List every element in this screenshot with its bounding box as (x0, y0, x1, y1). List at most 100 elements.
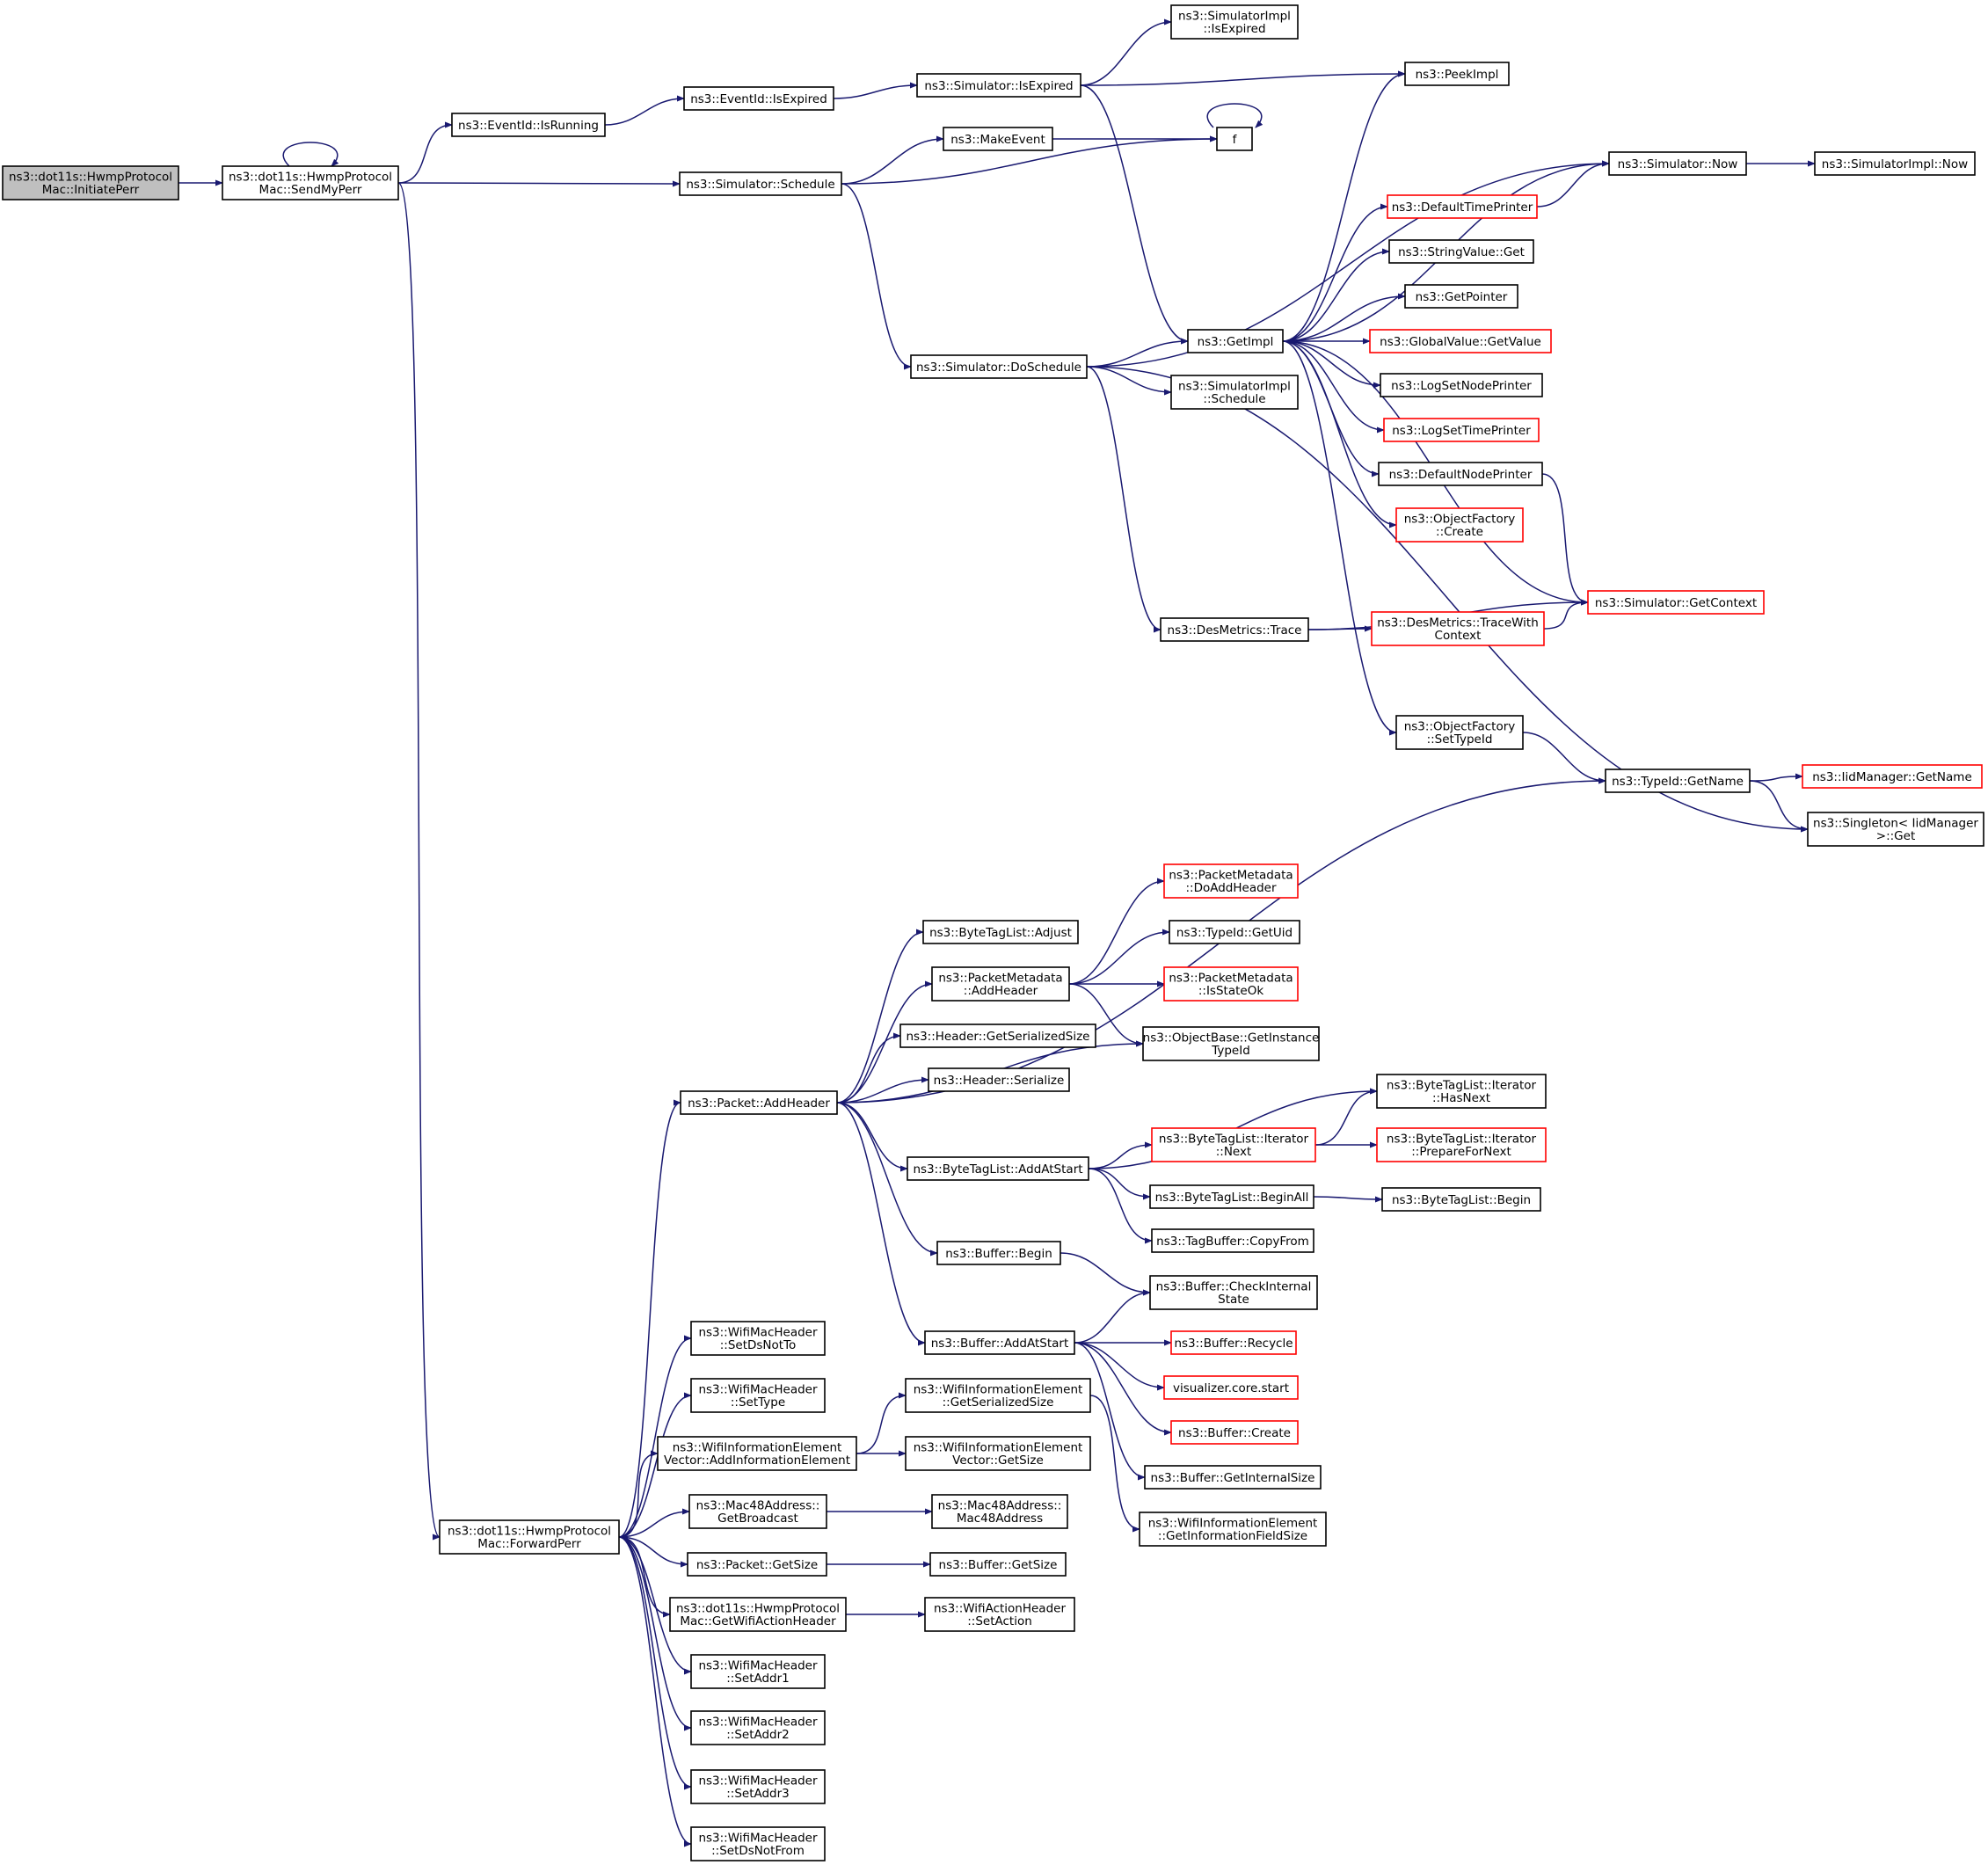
node-wmh_settype[interactable]: ns3::WifiMacHeader::SetType (690, 1378, 826, 1413)
node-simimpl_isexpired[interactable]: ns3::SimulatorImpl::IsExpired (1170, 4, 1299, 40)
node-simimpl_schedule[interactable]: ns3::SimulatorImpl::Schedule (1170, 375, 1299, 410)
node-label-wiev_getsize-0: ns3::WifiInformationElement (914, 1441, 1083, 1455)
node-box-sim_doschedule (910, 354, 1088, 379)
node-objfactory_create[interactable]: ns3::ObjectFactory::Create (1395, 507, 1524, 543)
node-label-iidmanager_getname-0: ns3::IidManager::GetName (1812, 770, 1972, 784)
node-box-pm_addheader (931, 966, 1070, 1002)
node-objfactory_settypeid[interactable]: ns3::ObjectFactory::SetTypeId (1395, 715, 1524, 750)
node-forwardperr[interactable]: ns3::dot11s::HwmpProtocolMac::ForwardPer… (439, 1519, 620, 1555)
node-label-btl_iter_next-0: ns3::ByteTagList::Iterator (1159, 1133, 1309, 1147)
node-box-sim_isexpired (916, 73, 1081, 98)
node-sim_getcontext[interactable]: ns3::Simulator::GetContext (1587, 590, 1765, 615)
node-wmh_setdsnotfrom[interactable]: ns3::WifiMacHeader::SetDsNotFrom (690, 1826, 826, 1861)
node-label-btl_begin-0: ns3::ByteTagList::Begin (1392, 1193, 1531, 1207)
edge-sim_isexpired-to-simimpl_isexpired (1080, 18, 1172, 86)
node-defaulttimeprinter[interactable]: ns3::DefaultTimePrinter (1387, 194, 1538, 219)
node-globalvalue_getvalue[interactable]: ns3::GlobalValue::GetValue (1369, 329, 1552, 353)
node-packet_getsize[interactable]: ns3::Packet::GetSize (687, 1552, 827, 1577)
node-sim_isexpired[interactable]: ns3::Simulator::IsExpired (916, 73, 1081, 98)
node-buffer_begin[interactable]: ns3::Buffer::Begin (936, 1241, 1061, 1265)
node-btl_iter_hasnext[interactable]: ns3::ByteTagList::Iterator::HasNext (1376, 1074, 1547, 1109)
node-wah_setaction[interactable]: ns3::WifiActionHeader::SetAction (924, 1597, 1075, 1632)
node-typeid_getuid[interactable]: ns3::TypeId::GetUid (1169, 920, 1300, 944)
node-box-typeid_getname (1605, 769, 1751, 793)
node-box-buffer_addatstart (924, 1330, 1075, 1355)
node-box-getimpl (1187, 329, 1284, 353)
node-label-forwardperr-0: ns3::dot11s::HwmpProtocol (448, 1525, 611, 1539)
edge-getimpl-to-getpointer (1282, 293, 1406, 342)
node-pm_isstateok[interactable]: ns3::PacketMetadata::IsStateOk (1163, 966, 1299, 1002)
node-defaultnodeprinter[interactable]: ns3::DefaultNodePrinter (1378, 462, 1543, 486)
node-makeevent[interactable]: ns3::MakeEvent (943, 127, 1053, 151)
node-box-peekimpl (1404, 62, 1510, 86)
function-nodes: ns3::dot11s::HwmpProtocolMac::InitiatePe… (2, 4, 1984, 1861)
node-wiev_getsize[interactable]: ns3::WifiInformationElementVector::GetSi… (905, 1436, 1091, 1471)
node-header_getserializedsize[interactable]: ns3::Header::GetSerializedSize (899, 1024, 1096, 1048)
node-sim_schedule[interactable]: ns3::Simulator::Schedule (679, 171, 842, 196)
node-btl_beginall[interactable]: ns3::ByteTagList::BeginAll (1149, 1184, 1314, 1209)
node-buffer_recycle[interactable]: ns3::Buffer::Recycle (1170, 1330, 1297, 1355)
node-btl_iter_next[interactable]: ns3::ByteTagList::Iterator::Next (1151, 1127, 1316, 1162)
node-box-f (1216, 127, 1253, 151)
node-typeid_getname[interactable]: ns3::TypeId::GetName (1605, 769, 1751, 793)
node-simimpl_now[interactable]: ns3::SimulatorImpl::Now (1814, 151, 1976, 176)
node-packet_addheader[interactable]: ns3::Packet::AddHeader (680, 1090, 838, 1115)
node-wmh_setdsnotto[interactable]: ns3::WifiMacHeader::SetDsNotTo (690, 1321, 826, 1356)
edge-btl_addatstart-to-btl_iter_next (1088, 1141, 1153, 1169)
edge-f-to-f (1206, 103, 1263, 128)
node-btl_adjust[interactable]: ns3::ByteTagList::Adjust (922, 920, 1079, 944)
node-label-wah_setaction-1: ::SetAction (967, 1614, 1032, 1628)
node-logsettimeprinter[interactable]: ns3::LogSetTimePrinter (1383, 418, 1540, 442)
node-mac48_ctor[interactable]: ns3::Mac48Address::Mac48Address (931, 1494, 1068, 1529)
node-sim_doschedule[interactable]: ns3::Simulator::DoSchedule (910, 354, 1088, 379)
node-buffer_create[interactable]: ns3::Buffer::Create (1170, 1420, 1299, 1445)
edge-packet_addheader-to-buffer_begin (836, 1102, 938, 1257)
node-visualizer_start[interactable]: visualizer.core.start (1163, 1375, 1299, 1400)
node-peekimpl[interactable]: ns3::PeekImpl (1404, 62, 1510, 86)
node-getimpl[interactable]: ns3::GetImpl (1187, 329, 1284, 353)
node-label-mac48_getbroadcast-1: GetBroadcast (717, 1512, 798, 1526)
node-btl_addatstart[interactable]: ns3::ByteTagList::AddAtStart (907, 1156, 1089, 1181)
edge-eventid_isrunning-to-eventid_isexpired (604, 95, 685, 126)
node-getwifiactionheader[interactable]: ns3::dot11s::HwmpProtocolMac::GetWifiAct… (669, 1597, 847, 1632)
node-wmh_setaddr1[interactable]: ns3::WifiMacHeader::SetAddr1 (690, 1654, 826, 1689)
node-wie_getinfofieldsize[interactable]: ns3::WifiInformationElement::GetInformat… (1139, 1512, 1327, 1547)
node-singleton_get[interactable]: ns3::Singleton< IidManager >::Get (1807, 812, 1984, 847)
node-header_serialize[interactable]: ns3::Header::Serialize (928, 1067, 1070, 1092)
node-btl_begin[interactable]: ns3::ByteTagList::Begin (1381, 1187, 1541, 1212)
node-box-packet_addheader (680, 1090, 838, 1115)
node-eventid_isexpired[interactable]: ns3::EventId::IsExpired (683, 86, 834, 111)
node-stringvalue_get[interactable]: ns3::StringValue::Get (1388, 239, 1534, 264)
node-buffer_getinternalsize[interactable]: ns3::Buffer::GetInternalSize (1144, 1465, 1322, 1490)
node-label-defaulttimeprinter-0: ns3::DefaultTimePrinter (1392, 200, 1533, 215)
node-btl_iter_preparefornext[interactable]: ns3::ByteTagList::Iterator::PrepareForNe… (1376, 1127, 1547, 1162)
node-mac48_getbroadcast[interactable]: ns3::Mac48Address::GetBroadcast (688, 1494, 827, 1529)
node-initiate[interactable]: ns3::dot11s::HwmpProtocolMac::InitiatePe… (2, 165, 179, 200)
node-buffer_getsize[interactable]: ns3::Buffer::GetSize (929, 1552, 1067, 1577)
node-label-buffer_create-0: ns3::Buffer::Create (1178, 1426, 1291, 1440)
node-label-objfactory_settypeid-0: ns3::ObjectFactory (1404, 720, 1516, 734)
node-label-wiev_getsize-1: Vector::GetSize (952, 1453, 1044, 1468)
node-logsetnodeprinter[interactable]: ns3::LogSetNodePrinter (1380, 373, 1543, 397)
node-getpointer[interactable]: ns3::GetPointer (1404, 284, 1518, 309)
node-wmh_setaddr3[interactable]: ns3::WifiMacHeader::SetAddr3 (690, 1769, 826, 1804)
node-pm_doaddheader[interactable]: ns3::PacketMetadata::DoAddHeader (1163, 863, 1299, 899)
node-buffer_addatstart[interactable]: ns3::Buffer::AddAtStart (924, 1330, 1075, 1355)
node-sim_now[interactable]: ns3::Simulator::Now (1608, 151, 1747, 176)
node-tagbuffer_copyfrom[interactable]: ns3::TagBuffer::CopyFrom (1151, 1228, 1314, 1253)
node-wiev_addinfoelement[interactable]: ns3::WifiInformationElementVector::AddIn… (657, 1436, 857, 1471)
node-wie_getserializedsize[interactable]: ns3::WifiInformationElement::GetSerializ… (905, 1378, 1091, 1413)
node-f[interactable]: f (1216, 127, 1253, 151)
node-wmh_setaddr2[interactable]: ns3::WifiMacHeader::SetAddr2 (690, 1710, 826, 1745)
node-iidmanager_getname[interactable]: ns3::IidManager::GetName (1802, 764, 1983, 789)
edge-buffer_addatstart-to-buffer_getinternalsize (1074, 1342, 1146, 1481)
node-desmetrics_trace[interactable]: ns3::DesMetrics::Trace (1160, 617, 1309, 642)
edge-pm_addheader-to-typeid_getuid (1068, 929, 1170, 985)
node-eventid_isrunning[interactable]: ns3::EventId::IsRunning (451, 113, 606, 137)
node-pm_addheader[interactable]: ns3::PacketMetadata::AddHeader (931, 966, 1070, 1002)
